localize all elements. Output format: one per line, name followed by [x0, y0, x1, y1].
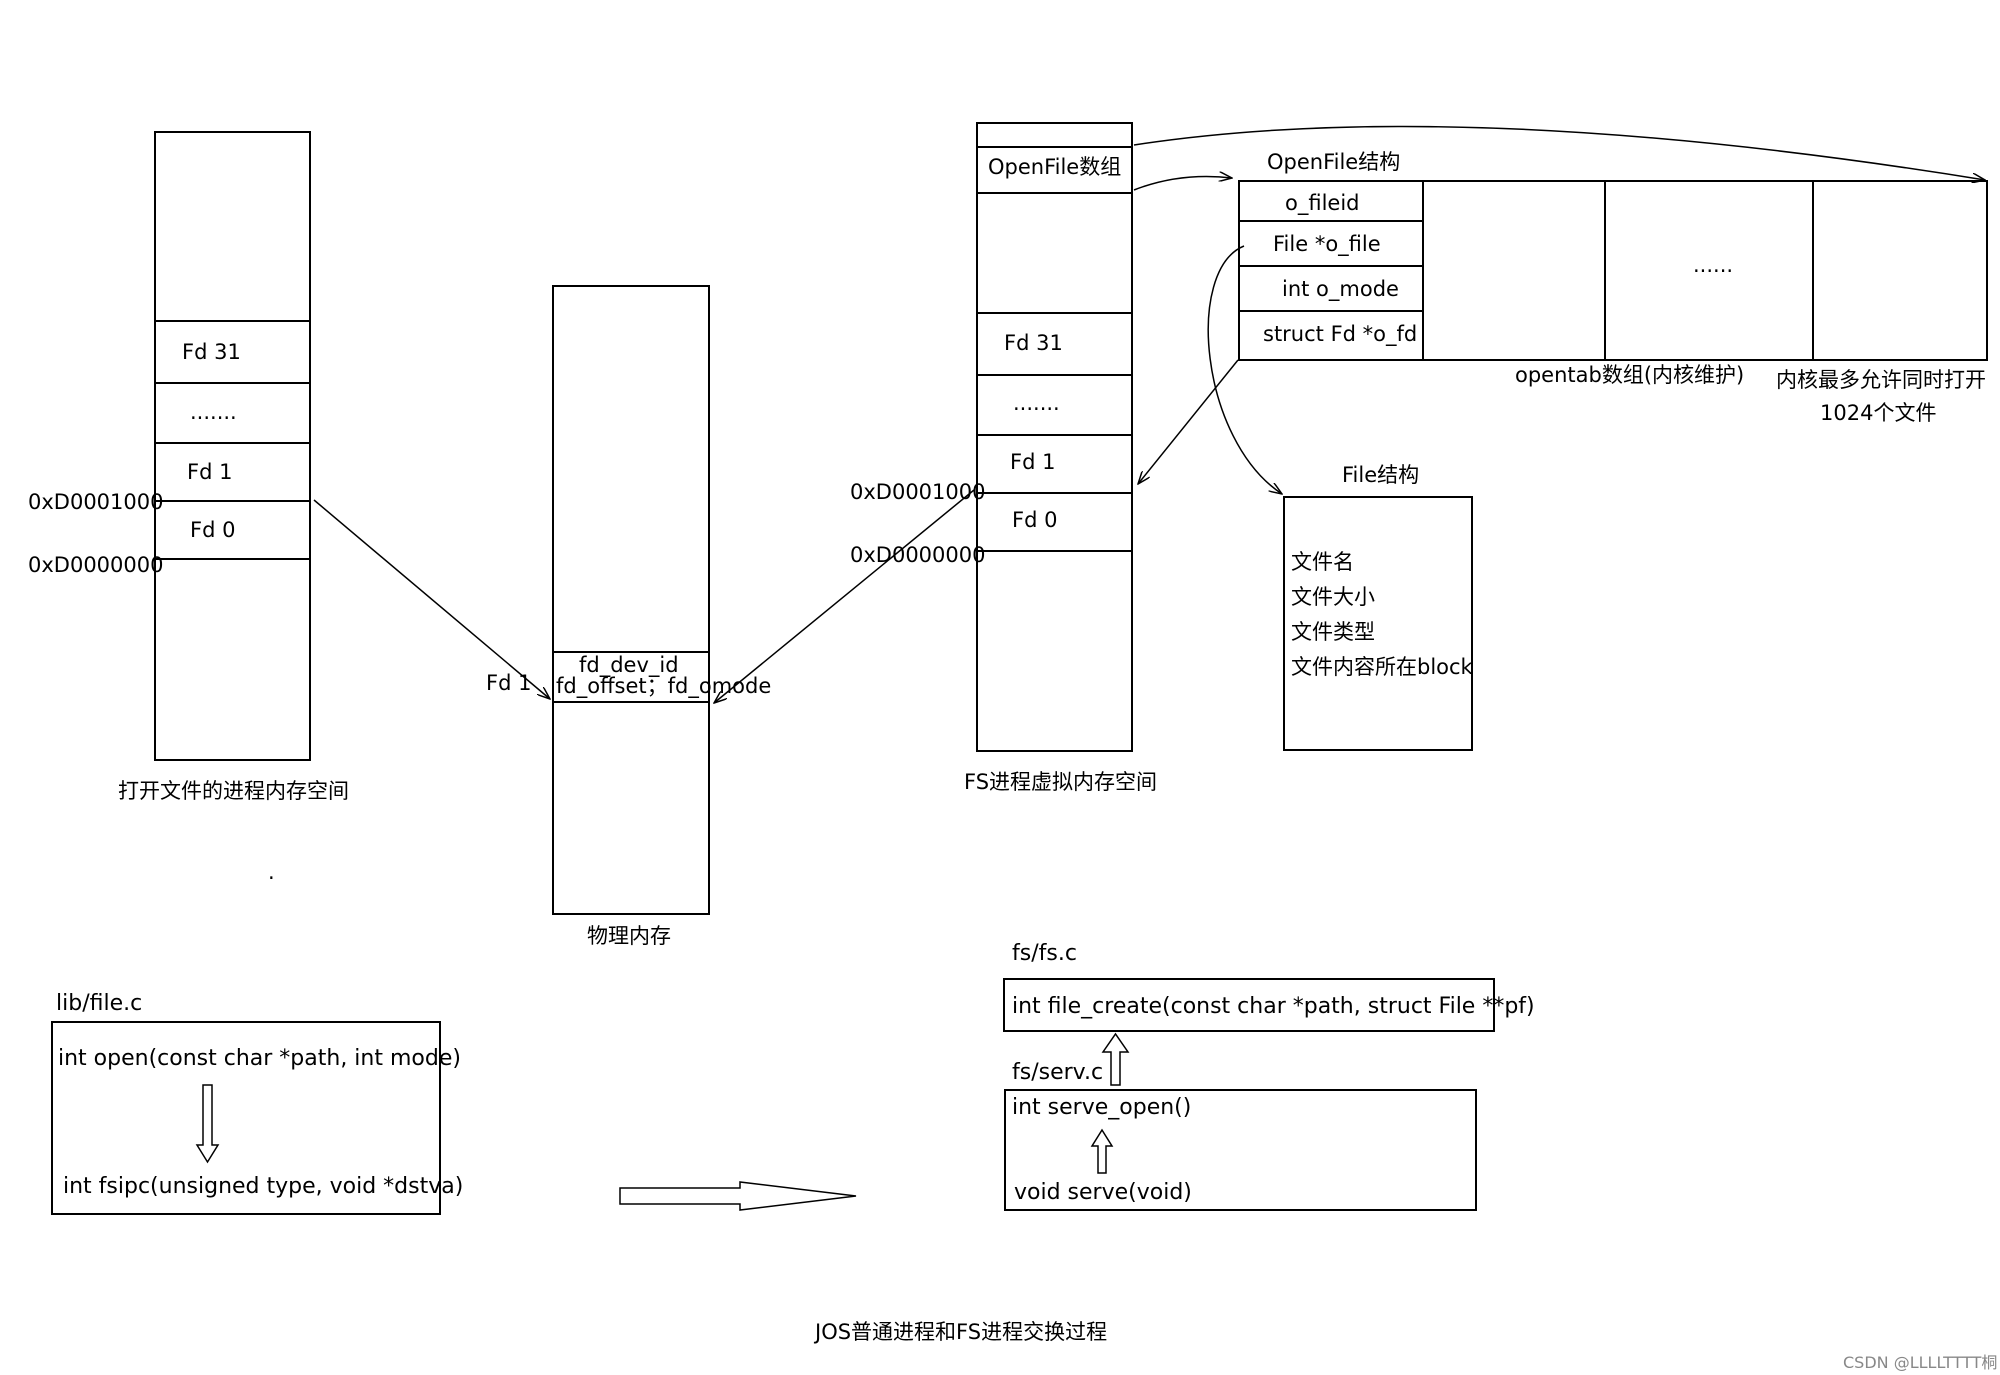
fs-cell-dots — [978, 374, 1131, 434]
fs-fd1-label: Fd 1 — [1010, 450, 1056, 474]
serv-open-signature: int serve_open() — [1012, 1095, 1192, 1120]
file-field-size: 文件大小 — [1291, 585, 1375, 609]
openfile-field-fileid: o_fileid — [1285, 191, 1360, 215]
phys-field-offset-omode: fd_offset；fd_omode — [556, 674, 772, 698]
fs-cell-fd1 — [978, 434, 1131, 492]
arrow-top-curve — [1133, 125, 1985, 180]
watermark: CSDN @LLLLTTTT桐 — [1843, 1353, 1998, 1372]
openfile-struct-title: OpenFile结构 — [1267, 150, 1401, 174]
opentab-array — [1238, 180, 1988, 361]
proc-fd0-label: Fd 0 — [190, 518, 236, 542]
fs-addr-low: 0xD0000000 — [850, 543, 986, 567]
phys-caption: 物理内存 — [587, 924, 671, 948]
hollow-arrow-right — [619, 1181, 857, 1211]
opentab-divider-1 — [1604, 180, 1606, 361]
arrow-proc-to-phys — [313, 499, 550, 699]
lib-code-box — [51, 1021, 441, 1215]
proc-cell-fd0 — [156, 500, 309, 558]
file-struct-box — [1283, 496, 1473, 751]
proc-fd1-label: Fd 1 — [187, 460, 233, 484]
openfile-field-mode: int o_mode — [1282, 277, 1399, 301]
lib-open-signature: int open(const char *path, int mode) — [58, 1046, 461, 1071]
physical-memory-column — [552, 285, 710, 915]
openfile-row-fileid — [1240, 220, 1422, 222]
proc-caption: 打开文件的进程内存空间 — [118, 779, 349, 803]
proc-cell-fd31 — [156, 320, 309, 382]
hollow-arrow-up-serv-to-fs — [1101, 1032, 1130, 1086]
openfile-field-file: File *o_file — [1273, 232, 1381, 256]
fs-cell-fd0 — [978, 492, 1131, 550]
proc-cell-fd1 — [156, 442, 309, 500]
lib-fsipc-signature: int fsipc(unsigned type, void *dstva) — [63, 1174, 464, 1199]
process-memory-column — [154, 131, 311, 761]
proc-cell-bottom — [156, 558, 309, 560]
proc-cell-dots — [156, 382, 309, 442]
openfile-row-file — [1240, 265, 1422, 267]
fs-openfile-array-label: OpenFile数组 — [988, 155, 1122, 179]
fsfs-code-box — [1003, 978, 1495, 1032]
proc-addr-high: 0xD0001000 — [28, 490, 164, 514]
fsfs-filename: fs/fs.c — [1012, 941, 1077, 966]
proc-addr-low: 0xD0000000 — [28, 553, 164, 577]
openfile-field-fd: struct Fd *o_fd — [1263, 322, 1418, 346]
arrow-fs-to-phys — [714, 489, 975, 703]
fs-caption: FS进程虚拟内存空间 — [964, 770, 1158, 794]
fs-memory-column — [976, 122, 1133, 752]
opentab-limit-line1: 内核最多允许同时打开 — [1776, 368, 1986, 392]
fs-cell-gap — [978, 192, 1131, 312]
fsfs-file-create-signature: int file_create(const char *path, struct… — [1012, 994, 1535, 1019]
file-field-type: 文件类型 — [1291, 620, 1375, 644]
file-field-block: 文件内容所在block — [1291, 655, 1473, 679]
fs-fd0-label: Fd 0 — [1012, 508, 1058, 532]
fs-cell-openfile — [978, 146, 1131, 192]
phys-fd-label: Fd 1 — [486, 671, 532, 695]
serv-serve-signature: void serve(void) — [1014, 1180, 1192, 1205]
file-field-name: 文件名 — [1291, 550, 1354, 574]
proc-dots-label: ....... — [190, 400, 237, 424]
openfile-row-mode — [1240, 310, 1422, 312]
lib-filename: lib/file.c — [56, 991, 143, 1016]
proc-dot: . — [268, 860, 275, 884]
phys-cell-fd — [554, 651, 708, 703]
fs-cell-bottom — [978, 550, 1131, 552]
serv-code-box — [1004, 1089, 1477, 1211]
phys-field-devid: fd_dev_id — [579, 653, 679, 677]
fs-cell-fd31 — [978, 312, 1131, 374]
arrow-ofd-to-fs-fd1 — [1138, 359, 1239, 484]
opentab-divider-2 — [1812, 180, 1814, 361]
fs-dots-label: ....... — [1013, 391, 1060, 415]
opentab-label: opentab数组(内核维护) — [1515, 363, 1745, 387]
file-struct-title: File结构 — [1342, 463, 1420, 487]
fs-addr-high: 0xD0001000 — [850, 480, 986, 504]
arrow-openfile-array-to-struct — [1133, 177, 1232, 191]
opentab-limit-line2: 1024个文件 — [1820, 401, 1937, 425]
fs-fd31-label: Fd 31 — [1004, 331, 1063, 355]
proc-fd31-label: Fd 31 — [182, 340, 241, 364]
opentab-dots: ...... — [1693, 253, 1734, 277]
serv-filename: fs/serv.c — [1012, 1060, 1104, 1085]
diagram-caption: JOS普通进程和FS进程交换过程 — [815, 1320, 1108, 1344]
